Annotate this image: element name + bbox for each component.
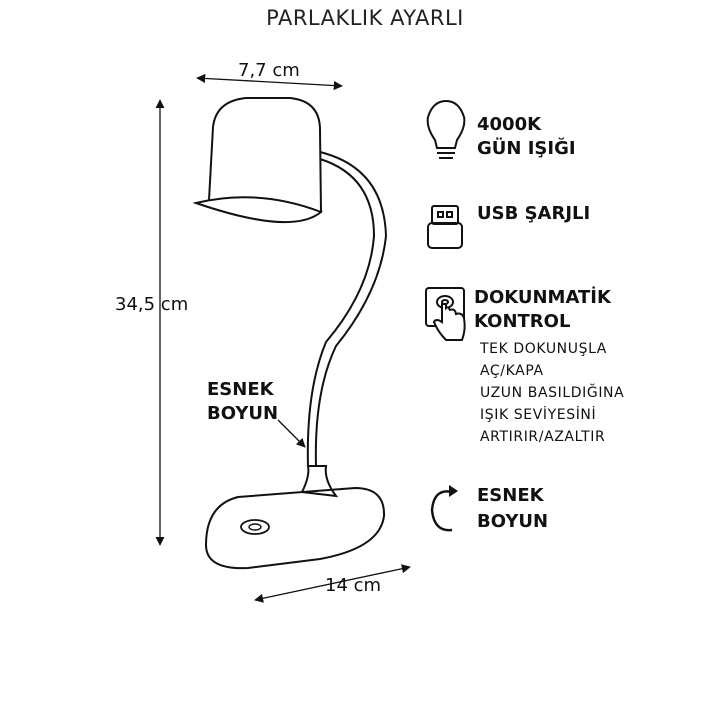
lamp-base bbox=[204, 486, 386, 570]
rotate-icon bbox=[430, 485, 458, 532]
feature-touch-detail-3: UZUN BASILDIĞINA bbox=[480, 385, 625, 401]
flexible-neck bbox=[306, 151, 388, 467]
feature-touch-detail-1: TEK DOKUNUŞLA bbox=[480, 341, 607, 357]
lamp-head bbox=[192, 97, 323, 224]
feature-usb-label: USB ŞARJLI bbox=[477, 203, 591, 224]
top-width-label: 7,7 cm bbox=[238, 60, 300, 81]
feature-touch-detail-2: AÇ/KAPA bbox=[480, 363, 544, 379]
bulb-icon bbox=[426, 99, 466, 159]
neck-callout-line2: BOYUN bbox=[207, 403, 279, 424]
usb-icon bbox=[427, 205, 463, 249]
neck-callout-line1: ESNEK bbox=[207, 379, 274, 400]
feature-touch-detail-5: ARTIRIR/AZALTIR bbox=[480, 429, 606, 445]
neck-joint bbox=[300, 465, 339, 498]
base-width-arrow bbox=[254, 564, 411, 603]
feature-neck-line2: BOYUN bbox=[477, 511, 549, 532]
top-width-arrow bbox=[196, 73, 343, 91]
touch-button bbox=[240, 519, 270, 535]
neck-callout-arrow bbox=[277, 419, 306, 448]
feature-neck-line1: ESNEK bbox=[477, 485, 544, 506]
page-title: PARLAKLIK AYARLI bbox=[266, 6, 464, 30]
base-width-label: 14 cm bbox=[325, 575, 382, 596]
feature-touch-line1: DOKUNMATİK bbox=[474, 287, 611, 308]
feature-touch-line2: KONTROL bbox=[474, 311, 571, 332]
feature-bulb-line1: 4000K bbox=[477, 114, 542, 135]
touch-icon bbox=[425, 287, 466, 341]
feature-touch-detail-4: IŞIK SEVİYESİNİ bbox=[480, 407, 597, 423]
feature-bulb-line2: GÜN IŞIĞI bbox=[477, 138, 576, 159]
height-label: 34,5 cm bbox=[115, 294, 189, 315]
